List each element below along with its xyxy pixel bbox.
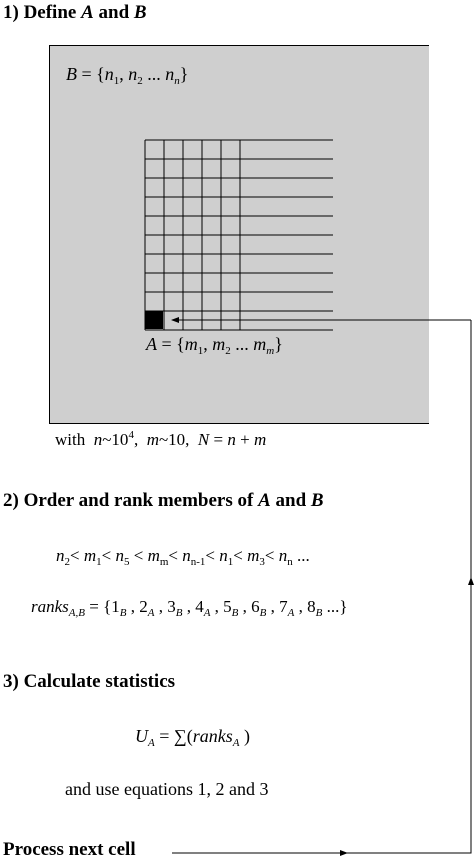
set-a-definition: A = {m1, m2 ... mm} <box>146 334 283 357</box>
order-term: nn <box>278 546 293 568</box>
order-term: mm <box>147 546 169 568</box>
set-b-definition: B = {n1, n2 ... nn} <box>66 64 189 87</box>
rank-item: 2A <box>139 597 155 619</box>
order-operator: < <box>129 546 148 565</box>
order-operator: < <box>70 546 84 565</box>
order-term: m3 <box>247 546 265 568</box>
rank-item: 7A <box>279 597 295 619</box>
step2-heading: 2) Order and rank members of A and B <box>3 490 324 511</box>
order-term: n2 <box>56 546 70 568</box>
size-parameters: with n~104, m~10, N = n + m <box>55 429 267 450</box>
rank-item: 5B <box>223 597 239 619</box>
step1-heading: 1) Define A and B <box>3 2 147 23</box>
equations-note: and use equations 1, 2 and 3 <box>65 779 269 799</box>
ranks-expression: ranksA,B = {1B , 2A , 3B , 4A , 5B , 6B … <box>31 597 348 619</box>
step3-heading: 3) Calculate statistics <box>3 671 176 692</box>
order-operator: < <box>101 546 116 565</box>
highlighted-cell <box>145 311 163 329</box>
order-term: nn-1 <box>182 546 206 568</box>
u-statistic-formula: UA = ∑(ranksA ) <box>135 726 250 749</box>
order-operator: < <box>168 546 183 565</box>
rank-item: 4A <box>195 597 211 619</box>
order-operator: < <box>233 546 248 565</box>
order-operator: < <box>264 546 279 565</box>
rank-item: 3B <box>167 597 183 619</box>
rank-item: 8B <box>307 597 323 619</box>
order-term: n5 <box>115 546 130 568</box>
order-operator: ... <box>292 546 310 565</box>
order-term: n1 <box>219 546 234 568</box>
order-term: m1 <box>83 546 102 568</box>
process-next-cell-label: Process next cell <box>3 839 136 860</box>
order-operator: < <box>205 546 220 565</box>
cell-grid <box>144 139 333 331</box>
loop-arrow-right <box>347 320 472 854</box>
rank-item: 6B <box>251 597 267 619</box>
rank-item: 1B <box>111 597 127 619</box>
ordering-expression: n2< m1< n5 < mm< nn-1< n1< m3< nn ... <box>56 546 310 568</box>
